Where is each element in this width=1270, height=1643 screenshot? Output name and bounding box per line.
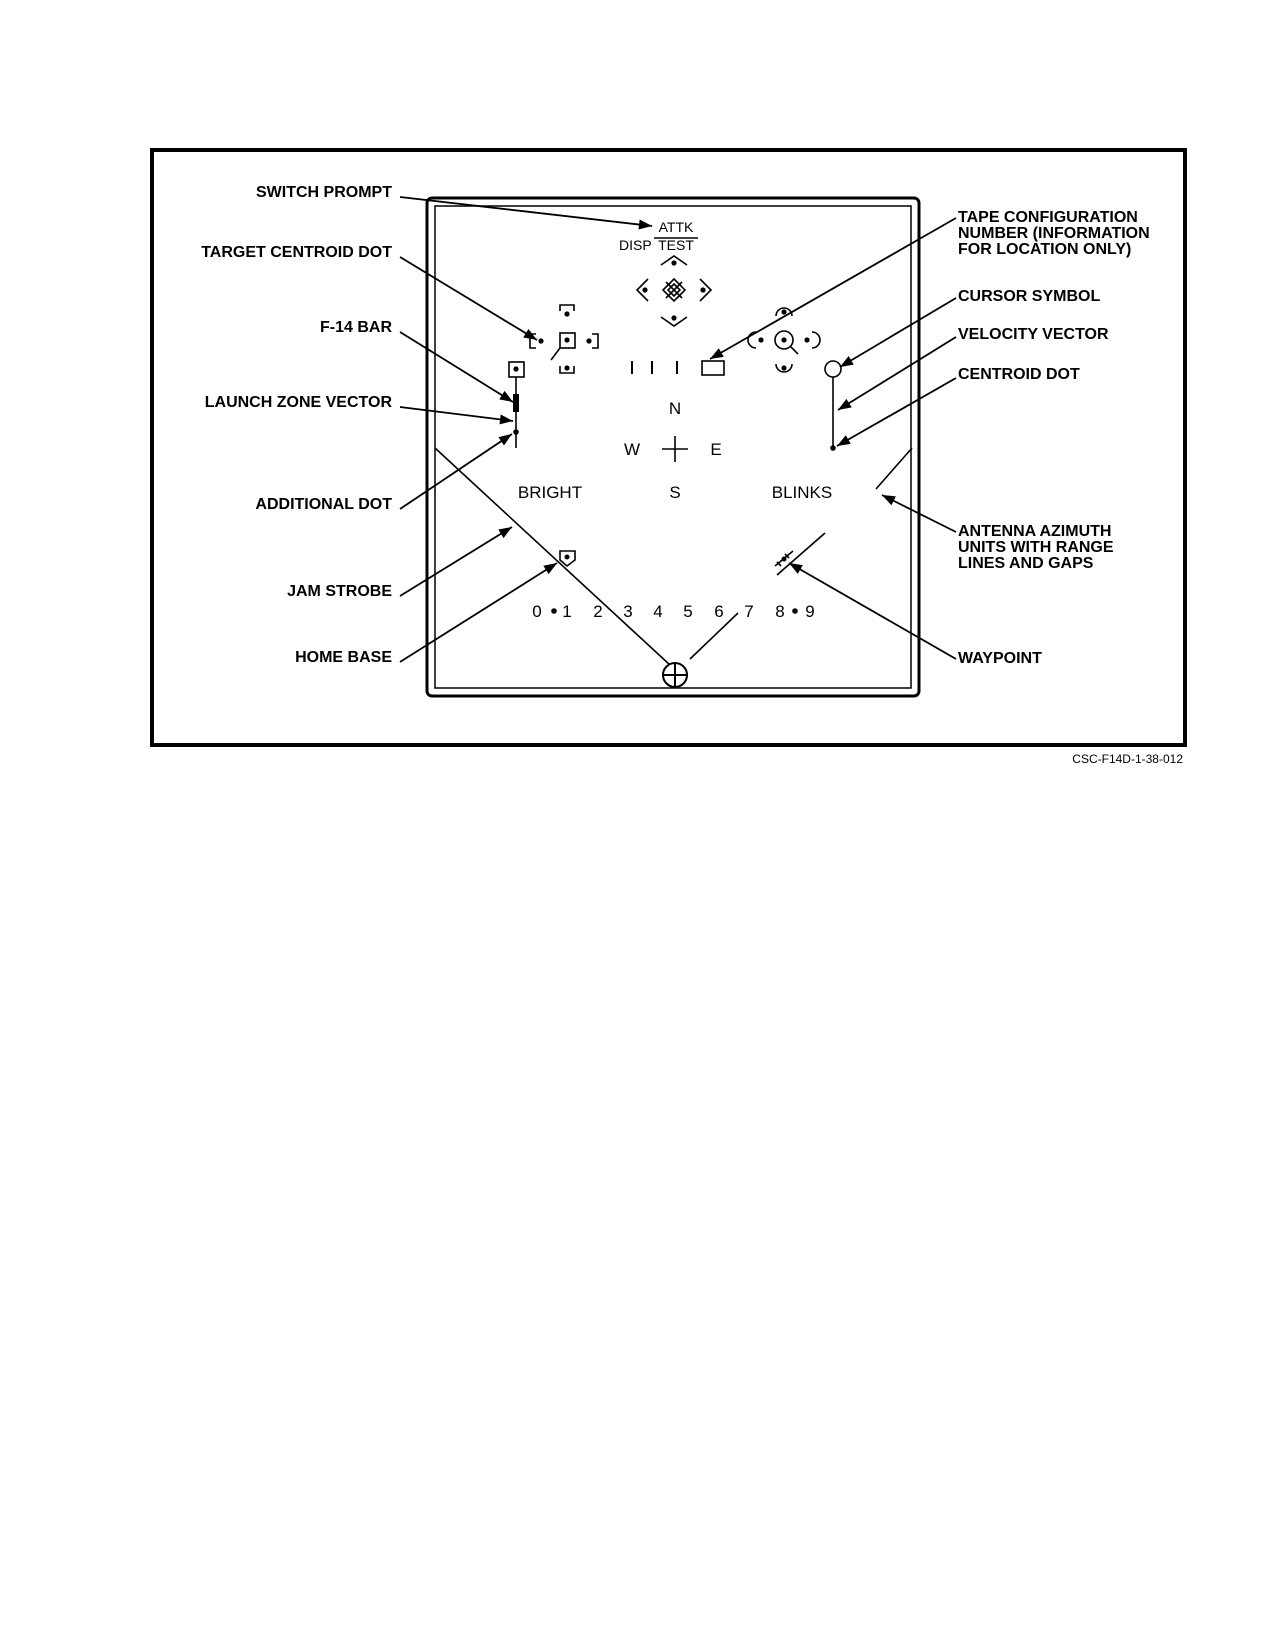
callout-antenna-line3: LINES AND GAPS xyxy=(958,555,1094,572)
callout-switch-prompt: SWITCH PROMPT xyxy=(256,184,392,201)
leader-target-centroid-dot xyxy=(399,256,538,341)
prompt-test: TEST xyxy=(658,237,694,253)
arrowhead-centroid-dot xyxy=(837,435,851,446)
antenna-azimuth-line-1 xyxy=(875,447,913,490)
arrowhead-home-base xyxy=(543,563,557,575)
arrowhead-tape-config xyxy=(710,348,724,359)
callout-tape-config-line1: TAPE CONFIGURATION xyxy=(958,209,1138,226)
leader-lines xyxy=(399,196,957,663)
leader-additional-dot xyxy=(399,433,513,510)
leader-waypoint xyxy=(788,562,957,660)
blinks-label: BLINKS xyxy=(772,483,832,502)
prompt-attk: ATTK xyxy=(659,219,694,235)
arrowhead-jam-strobe xyxy=(498,527,512,539)
digit-7: 7 xyxy=(744,602,753,621)
digit-4: 4 xyxy=(653,602,662,621)
callout-jam-strobe: JAM STROBE xyxy=(287,583,392,600)
figure-id: CSC-F14D-1-38-012 xyxy=(1072,752,1183,766)
digit-2: 2 xyxy=(593,602,602,621)
leader-cursor-symbol xyxy=(839,297,957,368)
digit-6: 6 xyxy=(714,602,723,621)
bright-label: BRIGHT xyxy=(518,483,582,502)
antenna-azimuth-line-2 xyxy=(776,532,826,576)
right-symbol-cluster xyxy=(747,307,821,373)
leader-tape-config xyxy=(709,217,957,360)
symbol-cluster-top xyxy=(635,255,713,327)
crosshair-icon xyxy=(662,662,688,688)
arrowhead-launch-zone-vector xyxy=(499,414,513,425)
display-bezel-outer xyxy=(425,196,921,698)
callout-tape-config-line2: NUMBER (INFORMATION xyxy=(958,225,1150,242)
callout-antenna-line1: ANTENNA AZIMUTH xyxy=(958,523,1111,540)
callout-launch-zone-vector: LAUNCH ZONE VECTOR xyxy=(205,394,393,411)
f14-bar-symbol xyxy=(508,361,525,448)
waypoint-icon xyxy=(774,550,794,567)
callout-f14-bar: F-14 BAR xyxy=(320,319,392,336)
leader-home-base xyxy=(399,562,558,663)
leader-jam-strobe xyxy=(399,526,513,597)
digit-5: 5 xyxy=(683,602,692,621)
figure-frame xyxy=(150,148,1187,747)
callout-additional-dot: ADDITIONAL DOT xyxy=(255,496,392,513)
callout-cursor-symbol: CURSOR SYMBOL xyxy=(958,288,1100,305)
compass-cross-icon xyxy=(662,436,688,462)
digit-row: 0 1 2 3 4 5 6 7 8 9 xyxy=(532,602,814,621)
compass-south: S xyxy=(669,483,680,502)
digit-separator-dot-2 xyxy=(792,608,798,614)
tape-config-rectangle xyxy=(701,360,725,376)
callout-centroid-dot: CENTROID DOT xyxy=(958,366,1080,383)
callout-tape-config-line3: FOR LOCATION ONLY) xyxy=(958,241,1131,258)
leader-velocity-vector xyxy=(837,336,957,411)
arrowhead-antenna-azimuth xyxy=(882,495,896,506)
leader-f14-bar xyxy=(399,331,514,403)
compass-west: W xyxy=(624,440,640,459)
digit-8: 8 xyxy=(775,602,784,621)
digit-separator-dot-1 xyxy=(551,608,557,614)
home-base-icon xyxy=(559,550,576,568)
prompt-disp: DISP xyxy=(619,237,652,253)
compass-east: E xyxy=(710,440,721,459)
antenna-azimuth-line-3 xyxy=(689,612,739,660)
callout-antenna-line2: UNITS WITH RANGE xyxy=(958,539,1114,556)
target-symbol-cluster xyxy=(529,304,599,374)
arrowhead-cursor-symbol xyxy=(840,356,854,367)
digit-0: 0 xyxy=(532,602,541,621)
leader-centroid-dot xyxy=(836,377,957,447)
callout-target-centroid-dot: TARGET CENTROID DOT xyxy=(201,244,392,261)
display-bezel-inner xyxy=(434,205,912,689)
leader-launch-zone-vector xyxy=(399,406,514,422)
arrowhead-f14-bar xyxy=(499,390,513,402)
digit-3: 3 xyxy=(623,602,632,621)
arrowhead-waypoint xyxy=(789,563,803,574)
jam-strobe-line xyxy=(434,447,671,666)
cursor-symbol-icon xyxy=(824,360,842,451)
callout-home-base: HOME BASE xyxy=(295,649,392,666)
arrowhead-additional-dot xyxy=(498,434,512,446)
leader-switch-prompt xyxy=(399,196,653,227)
compass-north: N xyxy=(669,399,681,418)
callout-velocity-vector: VELOCITY VECTOR xyxy=(958,326,1109,343)
digit-9: 9 xyxy=(805,602,814,621)
arrowhead-switch-prompt xyxy=(638,219,652,230)
arrowhead-velocity-vector xyxy=(838,398,852,410)
callout-waypoint: WAYPOINT xyxy=(958,650,1042,667)
leader-antenna-azimuth xyxy=(881,494,957,533)
digit-1: 1 xyxy=(562,602,571,621)
